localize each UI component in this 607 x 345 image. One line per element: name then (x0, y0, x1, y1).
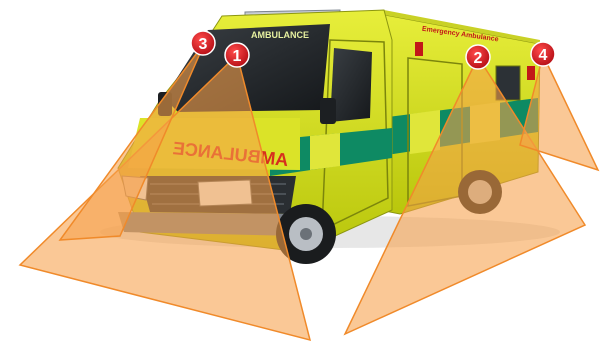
camera-marker-3: 3 (191, 31, 215, 55)
camera-marker-2: 2 (466, 45, 490, 69)
camera-marker-4: 4 (531, 42, 555, 66)
windscreen-lettering: AMBULANCE (251, 30, 309, 40)
camera-marker-1: 1 (225, 43, 249, 67)
camera-marker-4-label: 4 (539, 47, 548, 64)
camera-marker-3-label: 3 (199, 36, 208, 53)
camera-marker-2-label: 2 (474, 50, 483, 67)
camera-marker-1-label: 1 (233, 48, 242, 65)
